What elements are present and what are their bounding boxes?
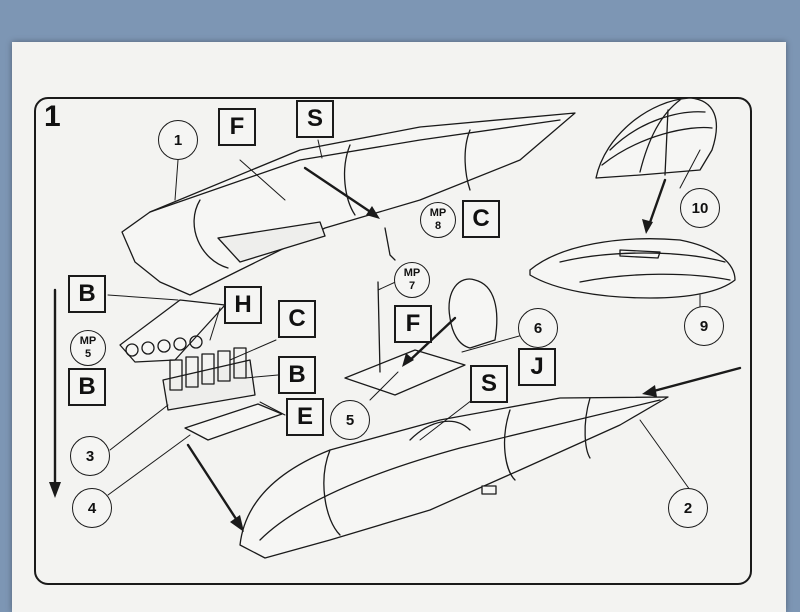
part-number-circle: 5 bbox=[330, 400, 370, 440]
part-letter-box: E bbox=[286, 398, 324, 436]
upper-fuselage-part bbox=[121, 112, 576, 296]
part-letter-box: F bbox=[394, 305, 432, 343]
part-letter-box: J bbox=[518, 348, 556, 386]
part-letter-box: C bbox=[278, 300, 316, 338]
step-number: 1 bbox=[44, 100, 61, 133]
part-number-circle: 1 bbox=[158, 120, 198, 160]
part-letter-box: H bbox=[224, 286, 262, 324]
part-number-circle: 2 bbox=[668, 488, 708, 528]
exhaust-parts bbox=[119, 299, 226, 363]
part-letter-box: F bbox=[218, 108, 256, 146]
lower-fuselage-part bbox=[239, 396, 669, 559]
mp-label: MP 7 bbox=[394, 262, 430, 298]
part-letter-box: B bbox=[68, 275, 106, 313]
floor-plate-part bbox=[344, 349, 466, 396]
arrow-heads bbox=[49, 206, 657, 532]
part-letter-box: B bbox=[278, 356, 316, 394]
canopy-part bbox=[595, 97, 717, 179]
part-letter-box: B bbox=[68, 368, 106, 406]
seat-part bbox=[448, 278, 498, 349]
part-number-circle: 10 bbox=[680, 188, 720, 228]
part-number-circle: 9 bbox=[684, 306, 724, 346]
part-number-circle: 6 bbox=[518, 308, 558, 348]
rudder-pedal-part bbox=[384, 227, 396, 261]
leader-lines bbox=[107, 139, 701, 496]
step-frame bbox=[34, 97, 752, 585]
mp-label: MP 5 bbox=[70, 330, 106, 366]
mp-label: MP 8 bbox=[420, 202, 456, 238]
part-number-circle: 4 bbox=[72, 488, 112, 528]
part-letter-box: S bbox=[296, 100, 334, 138]
part-number-circle: 3 bbox=[70, 436, 110, 476]
control-stick-part bbox=[377, 281, 381, 373]
part-letter-box: S bbox=[470, 365, 508, 403]
wing-cover-part bbox=[529, 238, 736, 299]
part-letter-box: C bbox=[462, 200, 500, 238]
engine-block-part bbox=[162, 347, 256, 411]
plate-part bbox=[184, 403, 283, 441]
